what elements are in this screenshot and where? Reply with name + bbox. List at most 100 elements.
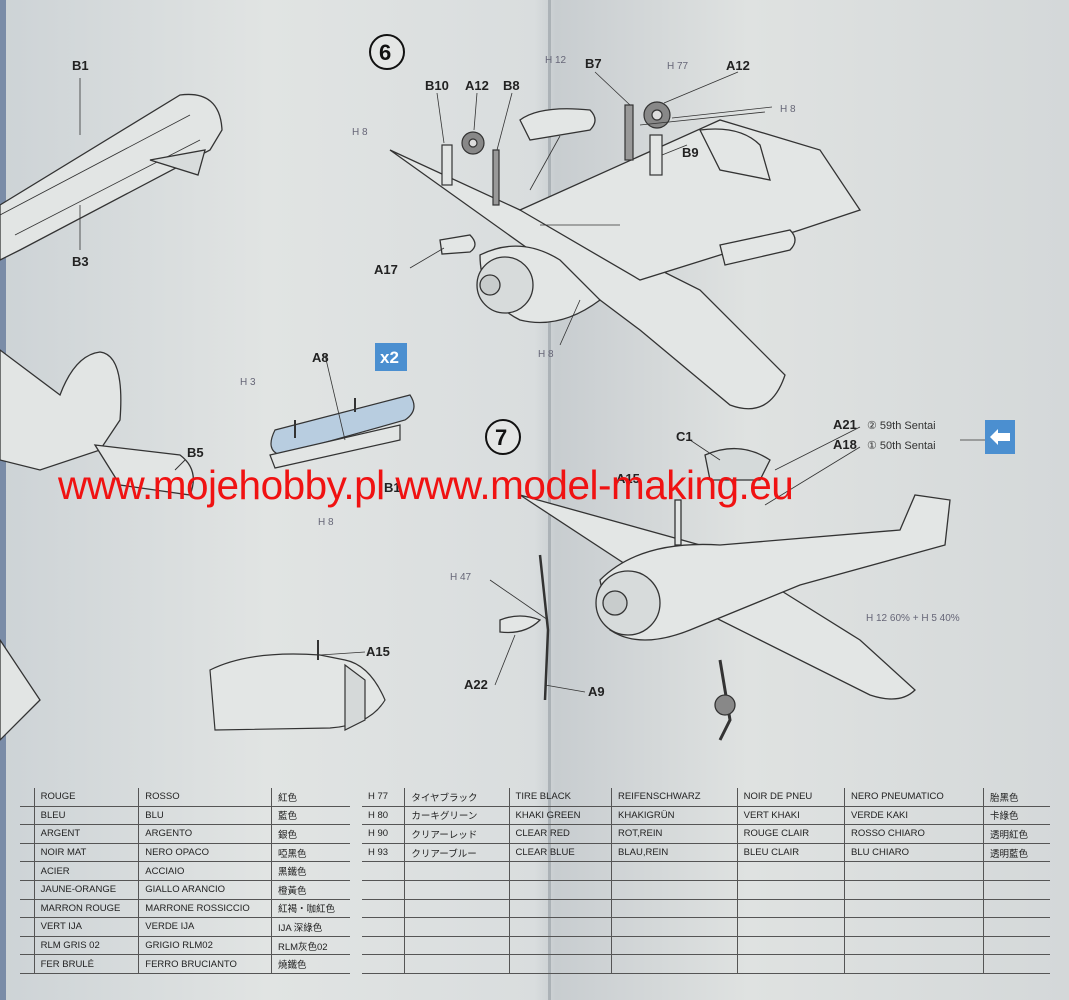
- color-cell: [983, 861, 1050, 881]
- color-cell: NOIR MAT: [34, 843, 140, 863]
- color-cell: [844, 954, 985, 974]
- ref-h47: H 47: [450, 572, 472, 583]
- color-cell: MARRONE ROSSICCIO: [138, 899, 272, 919]
- color-cell: [509, 880, 613, 900]
- color-cell: [362, 861, 406, 881]
- part-b8: B8: [503, 78, 520, 93]
- watermark: www.mojehobby.pl www.model-making.eu: [58, 462, 794, 508]
- part-b7: B7: [585, 56, 602, 71]
- ref-h8-left: H 8: [352, 127, 368, 138]
- color-cell: REIFENSCHWARZ: [611, 788, 738, 807]
- ref-h8-bottom: H 8: [538, 349, 554, 360]
- color-cell: [362, 899, 406, 919]
- color-row: [362, 917, 1050, 937]
- ref-h77: H 77: [667, 61, 689, 72]
- color-cell: [404, 880, 510, 900]
- leader-lines: [409, 71, 773, 346]
- color-cell: クリアーレッド: [404, 824, 510, 844]
- part-a21: A21: [833, 417, 857, 432]
- color-cell: GIALLO ARANCIO: [138, 880, 272, 900]
- color-cell: [844, 936, 985, 956]
- color-cell: CLEAR RED: [509, 824, 613, 844]
- color-cell: NERO PNEUMATICO: [844, 788, 985, 807]
- color-cell: [20, 880, 35, 900]
- color-row: [362, 936, 1050, 956]
- step-7-circle: [485, 419, 521, 455]
- color-cell: JAUNE-ORANGE: [34, 880, 140, 900]
- color-cell: ROUGE CLAIR: [737, 824, 845, 844]
- color-cell: FER BRULÉ: [34, 954, 140, 974]
- part-a8: A8: [312, 350, 329, 365]
- color-cell: IJA 深綠色: [271, 917, 350, 937]
- color-cell: [20, 861, 35, 881]
- color-cell: タイヤブラック: [404, 788, 510, 807]
- step-6-number: 6: [379, 40, 391, 65]
- ref-h12: H 12: [545, 55, 567, 66]
- nose-detail-drawing: [209, 640, 386, 731]
- color-cell: [611, 899, 738, 919]
- part-a18: A18: [833, 437, 857, 452]
- color-cell: クリアーブルー: [404, 843, 510, 863]
- color-cell: [20, 936, 35, 956]
- color-cell: [20, 917, 35, 937]
- color-cell: TIRE BLACK: [509, 788, 613, 807]
- color-cell: [404, 917, 510, 937]
- color-cell: カーキグリーン: [404, 806, 510, 826]
- color-cell: RLM灰色02: [271, 936, 350, 956]
- aircraft-assembled-drawing: [499, 447, 951, 741]
- color-cell: H 90: [362, 824, 406, 844]
- page-fold: [548, 0, 551, 1000]
- color-cell: 卡綠色: [983, 806, 1050, 826]
- color-cell: H 80: [362, 806, 406, 826]
- color-cell: ROUGE: [34, 788, 140, 807]
- part-b5: B5: [187, 445, 204, 460]
- color-cell: 藍色: [271, 806, 350, 826]
- color-cell: VERDE IJA: [138, 917, 272, 937]
- ref-h8-right: H 8: [780, 104, 796, 115]
- color-cell: VERT KHAKI: [737, 806, 845, 826]
- color-cell: [509, 954, 613, 974]
- color-cell: [20, 954, 35, 974]
- color-cell: [20, 824, 35, 844]
- color-cell: NERO OPACO: [138, 843, 272, 863]
- color-cell: [404, 936, 510, 956]
- color-cell: [737, 936, 845, 956]
- color-cell: [509, 861, 613, 881]
- color-cell: 胎黑色: [983, 788, 1050, 807]
- color-cell: 黑鐵色: [271, 861, 350, 881]
- color-cell: [844, 861, 985, 881]
- sheet-edge: [0, 0, 6, 1000]
- part-a12-right: A12: [726, 58, 750, 73]
- color-cell: [737, 899, 845, 919]
- color-cell: ARGENTO: [138, 824, 272, 844]
- color-cell: ROT,REIN: [611, 824, 738, 844]
- color-cell: [844, 880, 985, 900]
- color-cell: [983, 880, 1050, 900]
- color-cell: [404, 861, 510, 881]
- color-cell: [362, 917, 406, 937]
- part-b9: B9: [682, 145, 699, 160]
- ref-h3: H 3: [240, 377, 256, 388]
- color-row: [362, 954, 1050, 974]
- color-cell: [20, 806, 35, 826]
- x2-label: x2: [380, 348, 399, 367]
- part-b1: B1: [72, 58, 89, 73]
- color-cell: [404, 899, 510, 919]
- color-cell: KHAKIGRÜN: [611, 806, 738, 826]
- marking-a21: ② 59th Sentai: [867, 420, 936, 432]
- color-cell: [737, 861, 845, 881]
- color-cell: 燒鐵色: [271, 954, 350, 974]
- color-cell: [509, 936, 613, 956]
- color-cell: [509, 899, 613, 919]
- color-cell: 橙黃色: [271, 880, 350, 900]
- color-cell: H 93: [362, 843, 406, 863]
- color-cell: ARGENT: [34, 824, 140, 844]
- color-cell: [983, 954, 1050, 974]
